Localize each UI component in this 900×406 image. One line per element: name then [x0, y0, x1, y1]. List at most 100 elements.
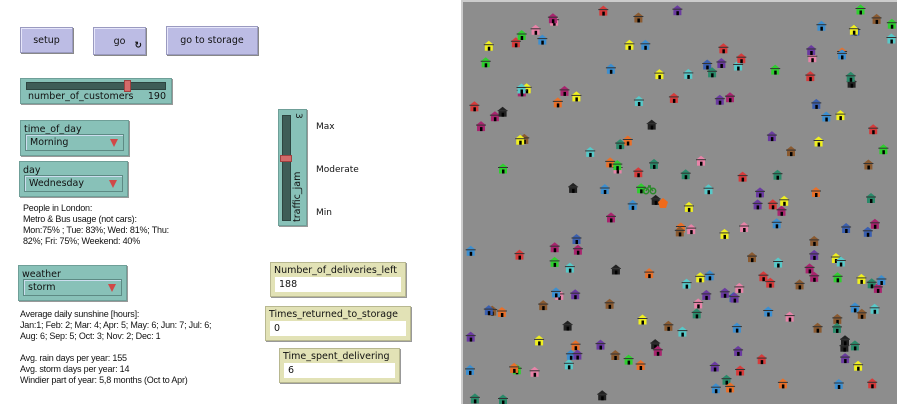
- house-eave: [830, 256, 841, 258]
- note-line: People in London:: [23, 203, 93, 213]
- house-roof: [571, 91, 582, 96]
- house-roof: [840, 353, 851, 358]
- slider-handle[interactable]: [124, 80, 132, 92]
- house-eave: [773, 261, 784, 262]
- weather-select[interactable]: storm: [23, 279, 122, 296]
- house-roof: [476, 121, 486, 126]
- house-door: [614, 270, 618, 275]
- house-roof: [681, 278, 692, 283]
- go-to-storage-button[interactable]: go to storage: [166, 26, 258, 55]
- house-icon: [747, 252, 757, 263]
- house-eave: [876, 278, 887, 280]
- monitor-value: 0: [270, 321, 406, 336]
- day-select[interactable]: Wednesday: [24, 175, 123, 192]
- house-eave: [853, 364, 864, 366]
- house-icon: [772, 169, 783, 180]
- house-door: [729, 98, 732, 103]
- traffic-min-label: Min: [316, 208, 332, 218]
- house-door: [783, 201, 786, 206]
- house-door: [817, 142, 821, 147]
- house-eave: [841, 226, 852, 228]
- house-eave: [683, 72, 694, 74]
- house-eave: [610, 353, 621, 355]
- house-eave: [856, 277, 867, 279]
- house-roof: [832, 272, 843, 277]
- bike-wheel: [649, 187, 657, 195]
- day-chooser[interactable]: day Wednesday: [19, 161, 128, 197]
- house-roof: [755, 187, 765, 192]
- house-roof: [683, 201, 694, 206]
- house-roof: [668, 92, 679, 97]
- house-icon: [840, 335, 850, 346]
- house-roof: [779, 195, 790, 200]
- house-eave: [565, 353, 576, 355]
- house-roof: [675, 222, 686, 227]
- house-roof: [767, 199, 778, 204]
- go-button[interactable]: go↻: [93, 27, 146, 55]
- house-icon: [465, 245, 476, 256]
- setup-button[interactable]: setup: [20, 27, 73, 53]
- house-eave: [534, 338, 545, 340]
- note-line: Metro & Bus usage (not cars):: [23, 214, 137, 224]
- house-roof: [534, 335, 545, 340]
- house-door: [836, 278, 840, 283]
- house-eave: [707, 70, 718, 72]
- house-roof: [572, 349, 583, 354]
- number-of-customers-slider[interactable]: number_of_customers 190: [20, 78, 172, 104]
- world-canvas: [465, 4, 897, 404]
- house-icon: [765, 277, 776, 288]
- house-icon: [777, 378, 788, 389]
- house-icon: [832, 272, 843, 283]
- slider-handle[interactable]: [280, 154, 292, 162]
- house-roof: [862, 226, 873, 231]
- house-roof: [878, 144, 889, 149]
- house-door: [553, 248, 557, 253]
- house-door: [469, 251, 473, 256]
- house-icon: [816, 20, 827, 31]
- house-roof: [773, 257, 784, 262]
- house-eave: [878, 147, 889, 149]
- house-eave: [612, 163, 623, 165]
- house-door: [844, 359, 847, 364]
- house-eave: [821, 115, 832, 116]
- house-roof: [627, 199, 638, 204]
- house-door: [845, 229, 848, 233]
- house-door: [556, 103, 560, 108]
- house-eave: [564, 266, 575, 268]
- time-of-day-select[interactable]: Morning: [25, 134, 124, 151]
- house-roof: [835, 256, 846, 261]
- house-roof: [547, 13, 558, 18]
- slider-track[interactable]: [282, 115, 291, 221]
- monitor-label: Time_spent_delivering: [283, 351, 390, 362]
- house-icon: [752, 199, 763, 210]
- house-roof: [612, 160, 623, 165]
- house-roof: [735, 365, 746, 370]
- house-icon: [691, 308, 702, 319]
- house-icon: [835, 256, 846, 267]
- house-eave: [832, 275, 843, 277]
- world-view[interactable]: [461, 0, 897, 404]
- house-icon: [604, 298, 615, 309]
- house-roof: [786, 146, 796, 151]
- house-door: [798, 285, 802, 290]
- house-door: [810, 51, 813, 55]
- house-eave: [813, 140, 824, 141]
- house-eave: [572, 248, 583, 250]
- house-icon: [695, 272, 706, 283]
- house-eave: [862, 230, 873, 232]
- house-icon: [498, 394, 508, 404]
- traffic-jam-slider[interactable]: 3 traffic_jam: [278, 109, 307, 226]
- monitor-label: Times_returned_to_storage: [269, 309, 398, 320]
- house-eave: [737, 175, 748, 177]
- weather-chooser[interactable]: weather storm: [18, 265, 127, 301]
- house-roof: [886, 33, 897, 38]
- slider-track[interactable]: [26, 82, 166, 90]
- house-icon: [868, 124, 879, 135]
- house-door: [502, 400, 505, 404]
- house-roof: [876, 275, 887, 279]
- time-of-day-chooser[interactable]: time_of_day Morning: [20, 120, 129, 156]
- house-roof: [570, 289, 581, 294]
- house-eave: [562, 324, 573, 326]
- house-eave: [681, 282, 692, 284]
- house-icon: [510, 37, 521, 48]
